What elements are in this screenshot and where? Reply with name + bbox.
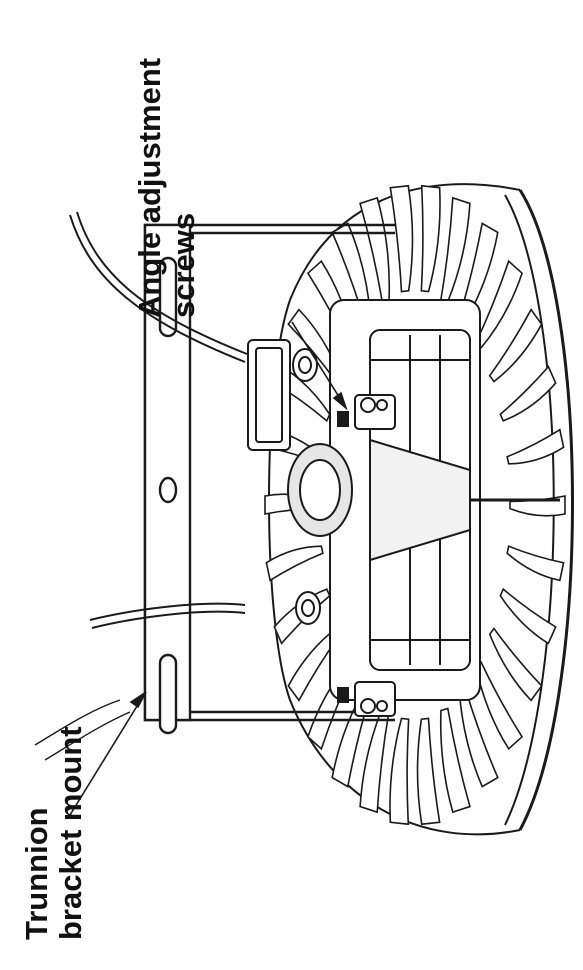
- heat-sink-fin: [458, 688, 499, 788]
- heat-sink-fin: [440, 196, 471, 303]
- heat-sink-fin: [458, 222, 499, 322]
- supply-cords: [34, 211, 248, 761]
- heat-sink-fin: [265, 545, 324, 582]
- heat-sink-fin: [506, 428, 565, 465]
- trunnion-bracket: [143, 223, 395, 735]
- heat-sink-fin: [389, 717, 410, 826]
- heat-sink-fin: [287, 308, 342, 383]
- heat-sink-fin: [439, 707, 471, 814]
- heat-sink-fin: [359, 707, 390, 814]
- angle-adjustment-screw-top: [337, 394, 396, 430]
- angle-adjustment-screw-bottom: [337, 681, 396, 717]
- trunnion-label-line2: bracket mount: [53, 726, 88, 940]
- angle-adjustment-label: Angle adjustment screws: [132, 57, 201, 318]
- heat-sink-fin: [420, 184, 441, 293]
- heat-sink-fin: [499, 587, 557, 645]
- heat-sink-fin: [474, 259, 523, 349]
- angle-adjustment-label-line2: screws: [166, 212, 201, 318]
- heat-sink-fin: [389, 184, 414, 293]
- heat-sink-fin: [506, 545, 565, 582]
- heat-sink-fin: [475, 661, 524, 751]
- angle-adjustment-label-line1: Angle adjustment: [132, 57, 167, 318]
- heat-sink-fin: [488, 308, 543, 383]
- trunnion-label: Trunnion bracket mount: [19, 726, 88, 940]
- leader-lines: [69, 321, 348, 816]
- heat-sink-fin: [488, 627, 543, 702]
- driver-box: [247, 339, 353, 625]
- trunnion-label-line1: Trunnion: [19, 807, 54, 940]
- central-housing: [329, 299, 560, 701]
- heat-sink-fins: [264, 184, 566, 826]
- heat-sink-fin: [499, 365, 557, 422]
- heat-sink-fin: [416, 717, 441, 826]
